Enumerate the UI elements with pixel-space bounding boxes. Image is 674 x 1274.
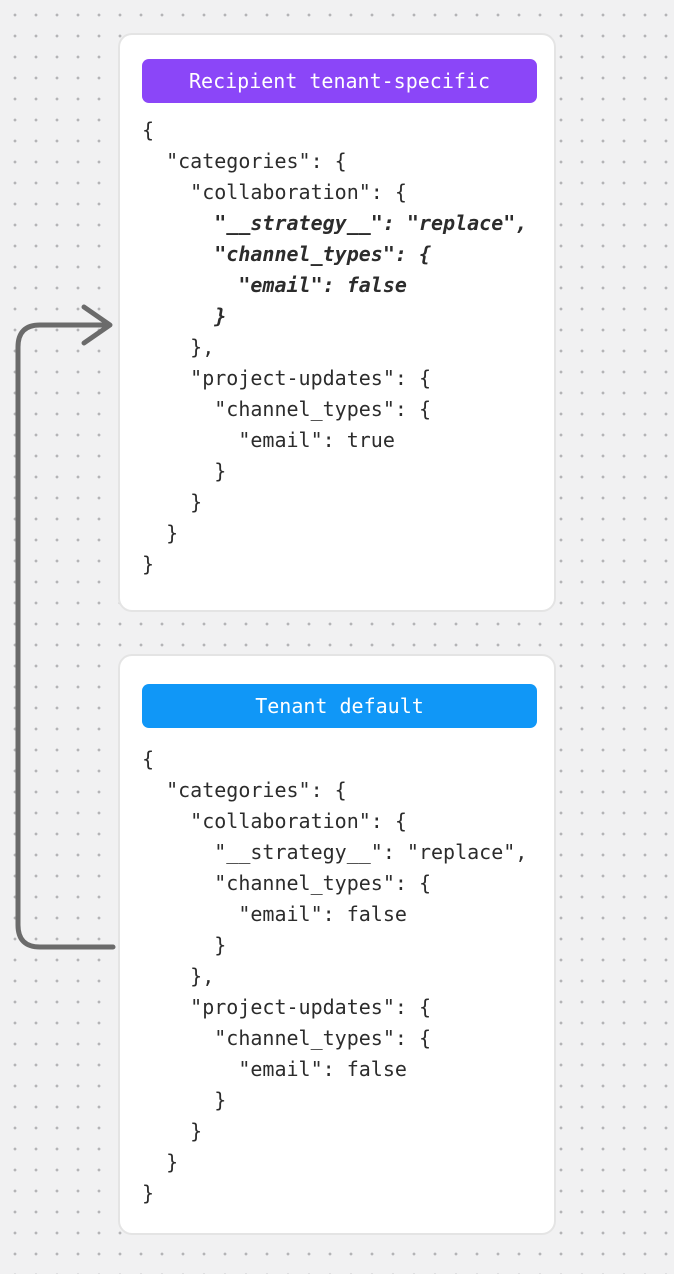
code-line: { (142, 118, 155, 142)
arrow-head-icon (81, 304, 113, 346)
code-line: } (142, 933, 227, 957)
merge-arrow (15, 304, 116, 950)
code-line: { (142, 747, 155, 771)
code-line: } (142, 521, 179, 545)
code-line: } (142, 1088, 227, 1112)
code-line: } (142, 1150, 179, 1174)
code-line: "categories": { (142, 149, 347, 173)
code-line: "categories": { (142, 778, 347, 802)
code-line: "project-updates": { (142, 366, 431, 390)
tenant-default-json: { "categories": { "collaboration": { "__… (142, 744, 533, 1209)
recipient-tenant-specific-card: Recipient tenant-specific { "categories"… (118, 33, 556, 612)
code-line: } (142, 304, 227, 328)
recipient-tenant-specific-json: { "categories": { "collaboration": { "__… (142, 115, 533, 580)
code-line: } (142, 490, 203, 514)
code-line: "email": false (142, 902, 407, 926)
code-line: } (142, 1119, 203, 1143)
code-line: "__strategy__": "replace", (142, 840, 528, 864)
code-line: "channel_types": { (142, 242, 431, 266)
code-line: "email": false (142, 273, 407, 297)
code-line: "channel_types": { (142, 871, 431, 895)
code-line: "email": true (142, 428, 395, 452)
code-line: "collaboration": { (142, 809, 407, 833)
tenant-default-badge: Tenant default (142, 684, 537, 728)
code-line: }, (142, 964, 215, 988)
code-line: } (142, 459, 227, 483)
code-line: }, (142, 335, 215, 359)
code-line: "channel_types": { (142, 1026, 431, 1050)
recipient-tenant-specific-badge: Recipient tenant-specific (142, 59, 537, 103)
code-line: "channel_types": { (142, 397, 431, 421)
code-line: } (142, 552, 155, 576)
arrow-line (15, 322, 116, 950)
code-line: } (142, 1181, 155, 1205)
code-line: "__strategy__": "replace", (142, 211, 528, 235)
tenant-default-card: Tenant default { "categories": { "collab… (118, 654, 556, 1235)
code-line: "project-updates": { (142, 995, 431, 1019)
code-line: "collaboration": { (142, 180, 407, 204)
code-line: "email": false (142, 1057, 407, 1081)
